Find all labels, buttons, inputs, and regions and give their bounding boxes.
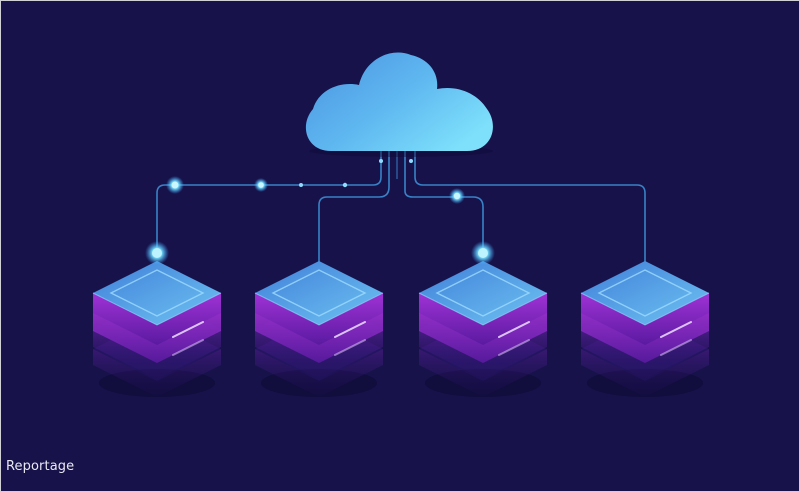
cloud-icon (305, 52, 493, 157)
image-caption: Reportage (6, 459, 75, 474)
connector-nodes (145, 159, 495, 265)
connector-lines (156, 151, 646, 263)
